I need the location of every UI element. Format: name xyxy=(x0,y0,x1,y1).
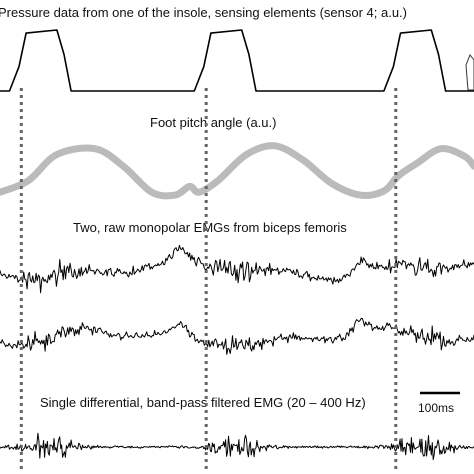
edge-figure xyxy=(465,54,474,91)
emg-raw-title: Two, raw monopolar EMGs from biceps femo… xyxy=(73,220,347,235)
pressure-title: Pressure data from one of the insole, se… xyxy=(0,5,407,20)
emg-raw-panel xyxy=(0,244,474,355)
emg-raw-trace-2 xyxy=(0,317,474,355)
gait-markers xyxy=(19,88,398,470)
pitch-title: Foot pitch angle (a.u.) xyxy=(150,115,276,130)
pressure-line xyxy=(0,29,474,92)
emg-raw-trace-1 xyxy=(0,244,474,294)
pitch-panel xyxy=(0,142,474,200)
emg-filtered-title: Single differential, band-pass filtered … xyxy=(40,395,366,410)
pressure-panel xyxy=(0,29,474,92)
scale-bar-label: 100ms xyxy=(418,401,454,415)
pitch-line xyxy=(0,142,474,200)
emg-filtered-trace xyxy=(0,432,474,461)
emg-filtered-panel xyxy=(0,432,474,461)
